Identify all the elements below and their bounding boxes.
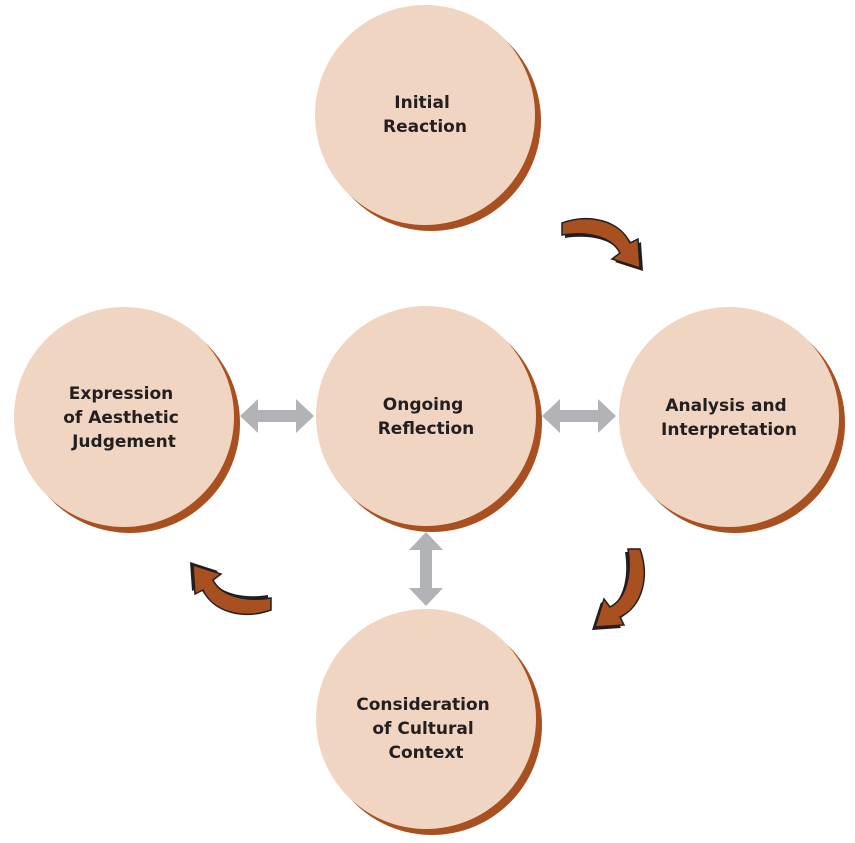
node-label-line: Context: [388, 743, 463, 763]
node-label-line: Interpretation: [661, 420, 797, 440]
double-arrow-right: [542, 399, 616, 433]
node-label-line: of Aesthetic: [63, 408, 179, 428]
node-label: Ongoing Reflection: [378, 395, 475, 439]
node-cultural-context: Consideration of Cultural Context: [316, 609, 542, 835]
curved-arrow-bottom-left: [190, 562, 272, 616]
node-label: Analysis and Interpretation: [661, 396, 797, 440]
node-initial-reaction: Initial Reaction: [315, 5, 541, 231]
double-arrow-left: [240, 399, 314, 433]
node-label: Expression of Aesthetic Judgement: [63, 384, 185, 452]
node-label-line: Expression: [69, 384, 174, 404]
node-label-line: Consideration: [356, 695, 490, 715]
node-circle: [619, 307, 839, 527]
node-circle: [315, 5, 535, 225]
node-circle: [316, 306, 536, 526]
node-label-line: Analysis and: [665, 396, 786, 416]
node-label-line: Reflection: [378, 419, 475, 439]
node-label: Initial Reaction: [383, 93, 467, 137]
node-aesthetic-judgement: Expression of Aesthetic Judgement: [14, 307, 240, 533]
node-label: Consideration of Cultural Context: [356, 695, 495, 763]
node-circle: [14, 307, 234, 527]
node-ongoing-reflection: Ongoing Reflection: [316, 306, 542, 532]
node-analysis-interpretation: Analysis and Interpretation: [619, 307, 845, 533]
node-circle: [316, 609, 536, 829]
node-label-line: Judgement: [71, 432, 176, 452]
node-label-line: Ongoing: [383, 395, 464, 415]
curved-arrow-bottom-right: [592, 548, 646, 630]
node-label-line: Reaction: [383, 117, 467, 137]
node-label-line: Initial: [394, 93, 450, 113]
node-label-line: of Cultural: [372, 719, 473, 739]
curved-arrow-top-right: [561, 217, 643, 271]
double-arrow-down: [409, 532, 443, 606]
